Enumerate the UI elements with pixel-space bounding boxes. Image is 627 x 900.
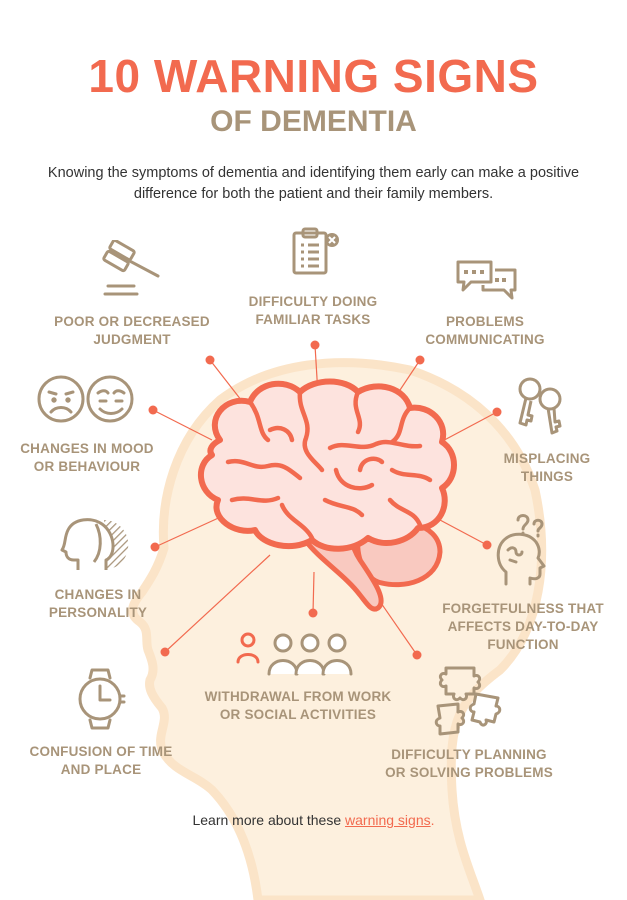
sign-label-misplacing: MISPLACING THINGS xyxy=(503,451,591,484)
warning-signs-link[interactable]: warning signs xyxy=(345,812,431,828)
gavel-icon xyxy=(102,240,160,296)
sign-label-time-place: CONFUSION OF TIME AND PLACE xyxy=(29,744,173,777)
clipboard-icon xyxy=(292,227,339,275)
page-title: 10 WARNING SIGNS xyxy=(88,50,539,102)
sign-label-communicating: PROBLEMS COMMUNICATING xyxy=(425,314,545,347)
chat-bubbles-icon xyxy=(456,260,517,300)
keys-icon xyxy=(518,377,562,435)
head-profile-icon xyxy=(60,518,129,570)
brain-illustration xyxy=(197,378,457,612)
sign-label-familiar-tasks: DIFFICULTY DOING FAMILIAR TASKS xyxy=(248,294,378,327)
intro-paragraph: Knowing the symptoms of dementia and ide… xyxy=(47,165,580,202)
footer-text: Learn more about these warning signs. xyxy=(0,812,627,828)
sign-label-withdrawal: WITHDRAWAL FROM WORK OR SOCIAL ACTIVITIE… xyxy=(204,689,392,722)
sign-label-mood: CHANGES IN MOOD OR BEHAVIOUR xyxy=(20,441,154,474)
footer-prefix: Learn more about these xyxy=(192,812,346,828)
footer-suffix: . xyxy=(430,812,435,828)
sign-label-forgetfulness: FORGETFULNESS THAT AFFECTS DAY-TO-DAY FU… xyxy=(442,601,604,652)
sign-label-planning: DIFFICULTY PLANNING OR SOLVING PROBLEMS xyxy=(385,747,553,780)
sign-label-personality: CHANGES IN PERSONALITY xyxy=(48,587,148,620)
connector-dots xyxy=(148,340,502,660)
brain-cerebrum xyxy=(197,378,457,552)
sign-label-judgment: POOR OR DECREASED JUDGMENT xyxy=(54,314,210,347)
puzzle-icon xyxy=(434,666,502,736)
watch-icon xyxy=(78,668,126,730)
faces-icon xyxy=(37,375,134,423)
confused-head-icon xyxy=(496,514,546,586)
page-subtitle: OF DEMENTIA xyxy=(210,105,417,138)
people-group-icon xyxy=(236,632,353,676)
